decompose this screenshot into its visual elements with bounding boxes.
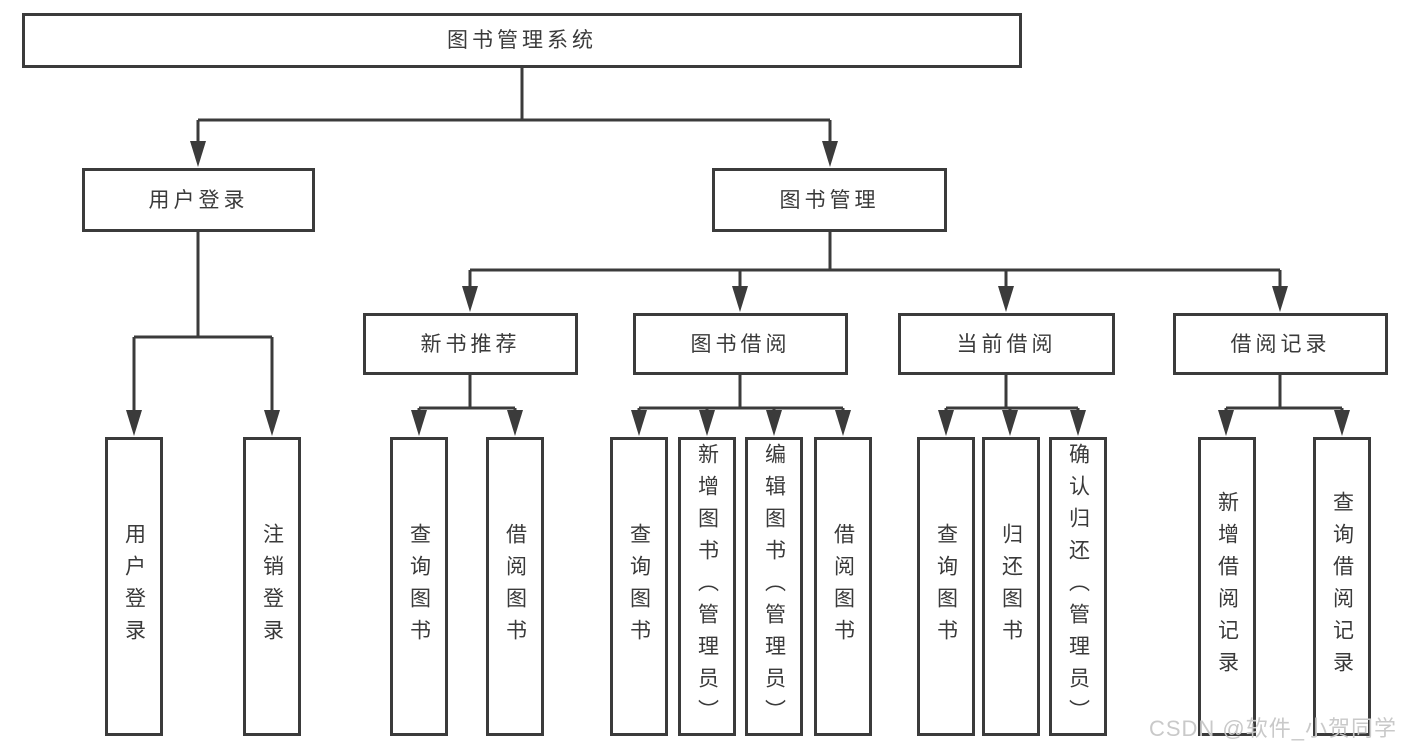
arrow-down-icon bbox=[462, 286, 478, 312]
arrow-down-icon bbox=[835, 410, 851, 436]
leaf-record-query-borrow-record: 查询借阅记录 bbox=[1313, 437, 1371, 736]
connector-book-borrow-to-children bbox=[637, 375, 845, 415]
leaf-current-query-books: 查询图书 bbox=[917, 437, 975, 736]
leaf-current-confirm-return-admin: 确认归还（管理员） bbox=[1049, 437, 1107, 736]
connector-root-to-level2 bbox=[196, 68, 832, 146]
arrow-down-icon bbox=[411, 410, 427, 436]
arrow-down-icon bbox=[699, 410, 715, 436]
leaf-borrow-query-books: 查询图书 bbox=[610, 437, 668, 736]
arrow-down-icon bbox=[264, 410, 280, 436]
arrow-down-icon bbox=[998, 286, 1014, 312]
arrow-down-icon bbox=[126, 410, 142, 436]
node-user-login: 用户登录 bbox=[82, 168, 315, 232]
leaf-borrow-add-books-admin: 新增图书（管理员） bbox=[678, 437, 736, 736]
arrowheads bbox=[126, 141, 1350, 436]
node-book-borrow: 图书借阅 bbox=[633, 313, 848, 375]
leaf-user-login: 用户登录 bbox=[105, 437, 163, 736]
arrow-down-icon bbox=[1334, 410, 1350, 436]
node-root-library-system: 图书管理系统 bbox=[22, 13, 1022, 68]
node-current-borrow: 当前借阅 bbox=[898, 313, 1115, 375]
leaf-borrow-borrow-books: 借阅图书 bbox=[814, 437, 872, 736]
arrow-down-icon bbox=[1002, 410, 1018, 436]
node-new-book-recommend: 新书推荐 bbox=[363, 313, 578, 375]
leaf-record-add-borrow-record: 新增借阅记录 bbox=[1198, 437, 1256, 736]
leaf-borrow-edit-books-admin: 编辑图书（管理员） bbox=[745, 437, 803, 736]
arrow-down-icon bbox=[1070, 410, 1086, 436]
connector-new-book-to-children bbox=[417, 375, 517, 415]
connector-current-borrow-to-children bbox=[944, 375, 1080, 415]
connector-borrow-record-to-children bbox=[1224, 375, 1344, 415]
arrow-down-icon bbox=[822, 141, 838, 167]
arrow-down-icon bbox=[732, 286, 748, 312]
leaf-current-return-books: 归还图书 bbox=[982, 437, 1040, 736]
csdn-watermark: CSDN @软件_小贺同学 bbox=[1148, 716, 1397, 741]
arrow-down-icon bbox=[631, 410, 647, 436]
connector-book-mgmt-to-level3 bbox=[468, 232, 1282, 291]
leaf-new-book-borrow-books: 借阅图书 bbox=[486, 437, 544, 736]
arrow-down-icon bbox=[1218, 410, 1234, 436]
leaf-new-book-query-books: 查询图书 bbox=[390, 437, 448, 736]
arrow-down-icon bbox=[938, 410, 954, 436]
arrow-down-icon bbox=[507, 410, 523, 436]
leaf-logout: 注销登录 bbox=[243, 437, 301, 736]
arrow-down-icon bbox=[190, 141, 206, 167]
connector-user-login-to-children bbox=[132, 232, 274, 415]
node-borrow-record: 借阅记录 bbox=[1173, 313, 1388, 375]
arrow-down-icon bbox=[766, 410, 782, 436]
node-book-management: 图书管理 bbox=[712, 168, 947, 232]
arrow-down-icon bbox=[1272, 286, 1288, 312]
